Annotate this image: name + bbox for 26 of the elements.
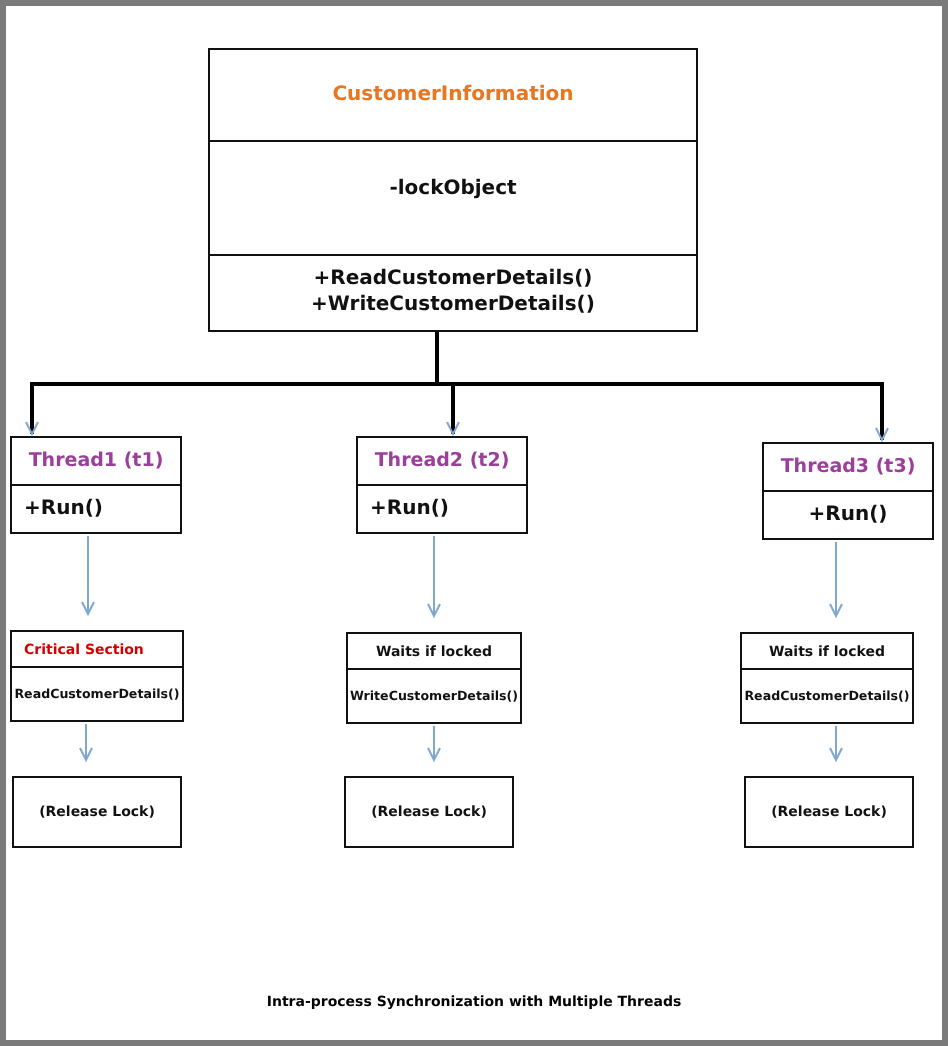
method-box — [346, 632, 522, 724]
step-box — [744, 776, 914, 848]
arrow — [427, 535, 441, 617]
arrow — [427, 725, 441, 761]
step-box — [344, 776, 514, 848]
method-box — [740, 632, 914, 724]
class-box — [356, 436, 528, 534]
thread-name: Thread2 (t2) — [374, 450, 510, 472]
method-text: +Run() — [808, 504, 888, 526]
method-text: +Run() — [370, 498, 449, 520]
class-box — [208, 48, 698, 332]
method-text: +Run() — [24, 498, 103, 520]
class-name: CustomerInformation — [332, 84, 574, 107]
class-box — [10, 436, 182, 534]
method-box — [10, 630, 184, 722]
thread-name: Thread1 (t1) — [28, 450, 164, 472]
class-box — [762, 442, 934, 540]
thread-name: Thread3 (t3) — [780, 456, 916, 478]
arrow — [435, 332, 889, 441]
attribute-text: -lockObject — [389, 178, 517, 201]
arrow — [829, 725, 843, 761]
step-box — [12, 776, 182, 848]
method-text: +ReadCustomerDetails() +WriteCustomerDetails() — [309, 265, 597, 320]
arrow — [81, 535, 95, 615]
arrow — [829, 541, 843, 617]
arrow — [79, 723, 93, 761]
